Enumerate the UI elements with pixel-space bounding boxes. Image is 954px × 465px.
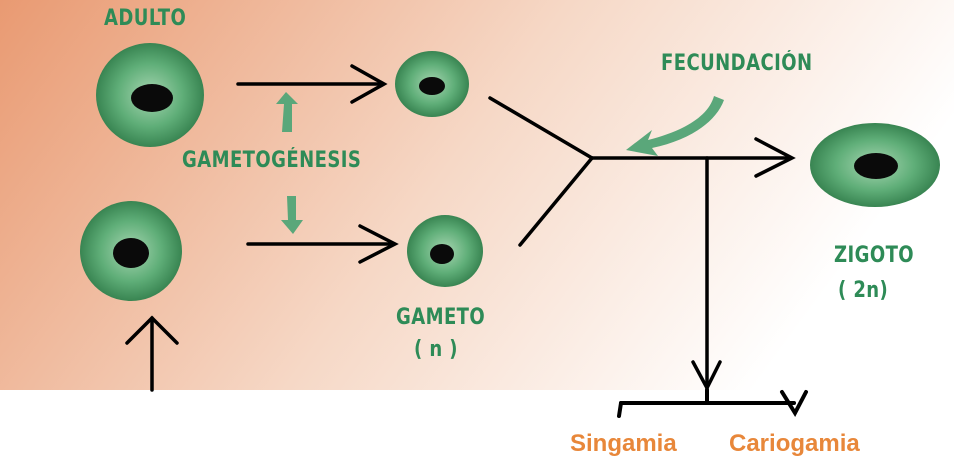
fecundacion-label: FECUNDACIÓN	[661, 51, 813, 76]
cariogamia-label: Cariogamia	[729, 430, 860, 457]
fertilization-convergence-lines	[488, 96, 594, 247]
gamete-cell-bottom	[407, 215, 483, 287]
arrow-down-icon	[281, 196, 303, 234]
gamete-ploidy-label: ( n )	[414, 337, 458, 362]
adult-cell-top	[96, 43, 204, 147]
arrow-up-icon	[276, 92, 298, 132]
adult-cell-bottom	[80, 201, 182, 301]
gamete-label: GAMETO	[396, 305, 486, 330]
adult-label: ADULTO	[104, 6, 187, 31]
curved-arrow-icon	[626, 96, 724, 156]
zygote-cell	[810, 123, 940, 207]
process-bracket	[617, 388, 808, 418]
arrow-up-icon	[125, 315, 179, 392]
singamia-label: Singamia	[570, 430, 677, 457]
gamete-cell-top	[395, 51, 469, 117]
zygote-ploidy-label: ( 2n)	[838, 278, 889, 303]
arrow-right-icon	[246, 224, 399, 264]
arrow-right-icon	[236, 64, 388, 104]
arrow-right-icon	[590, 137, 796, 178]
gametogenesis-label: GAMETOGÉNESIS	[182, 148, 362, 173]
zygote-label: ZIGOTO	[834, 243, 915, 268]
